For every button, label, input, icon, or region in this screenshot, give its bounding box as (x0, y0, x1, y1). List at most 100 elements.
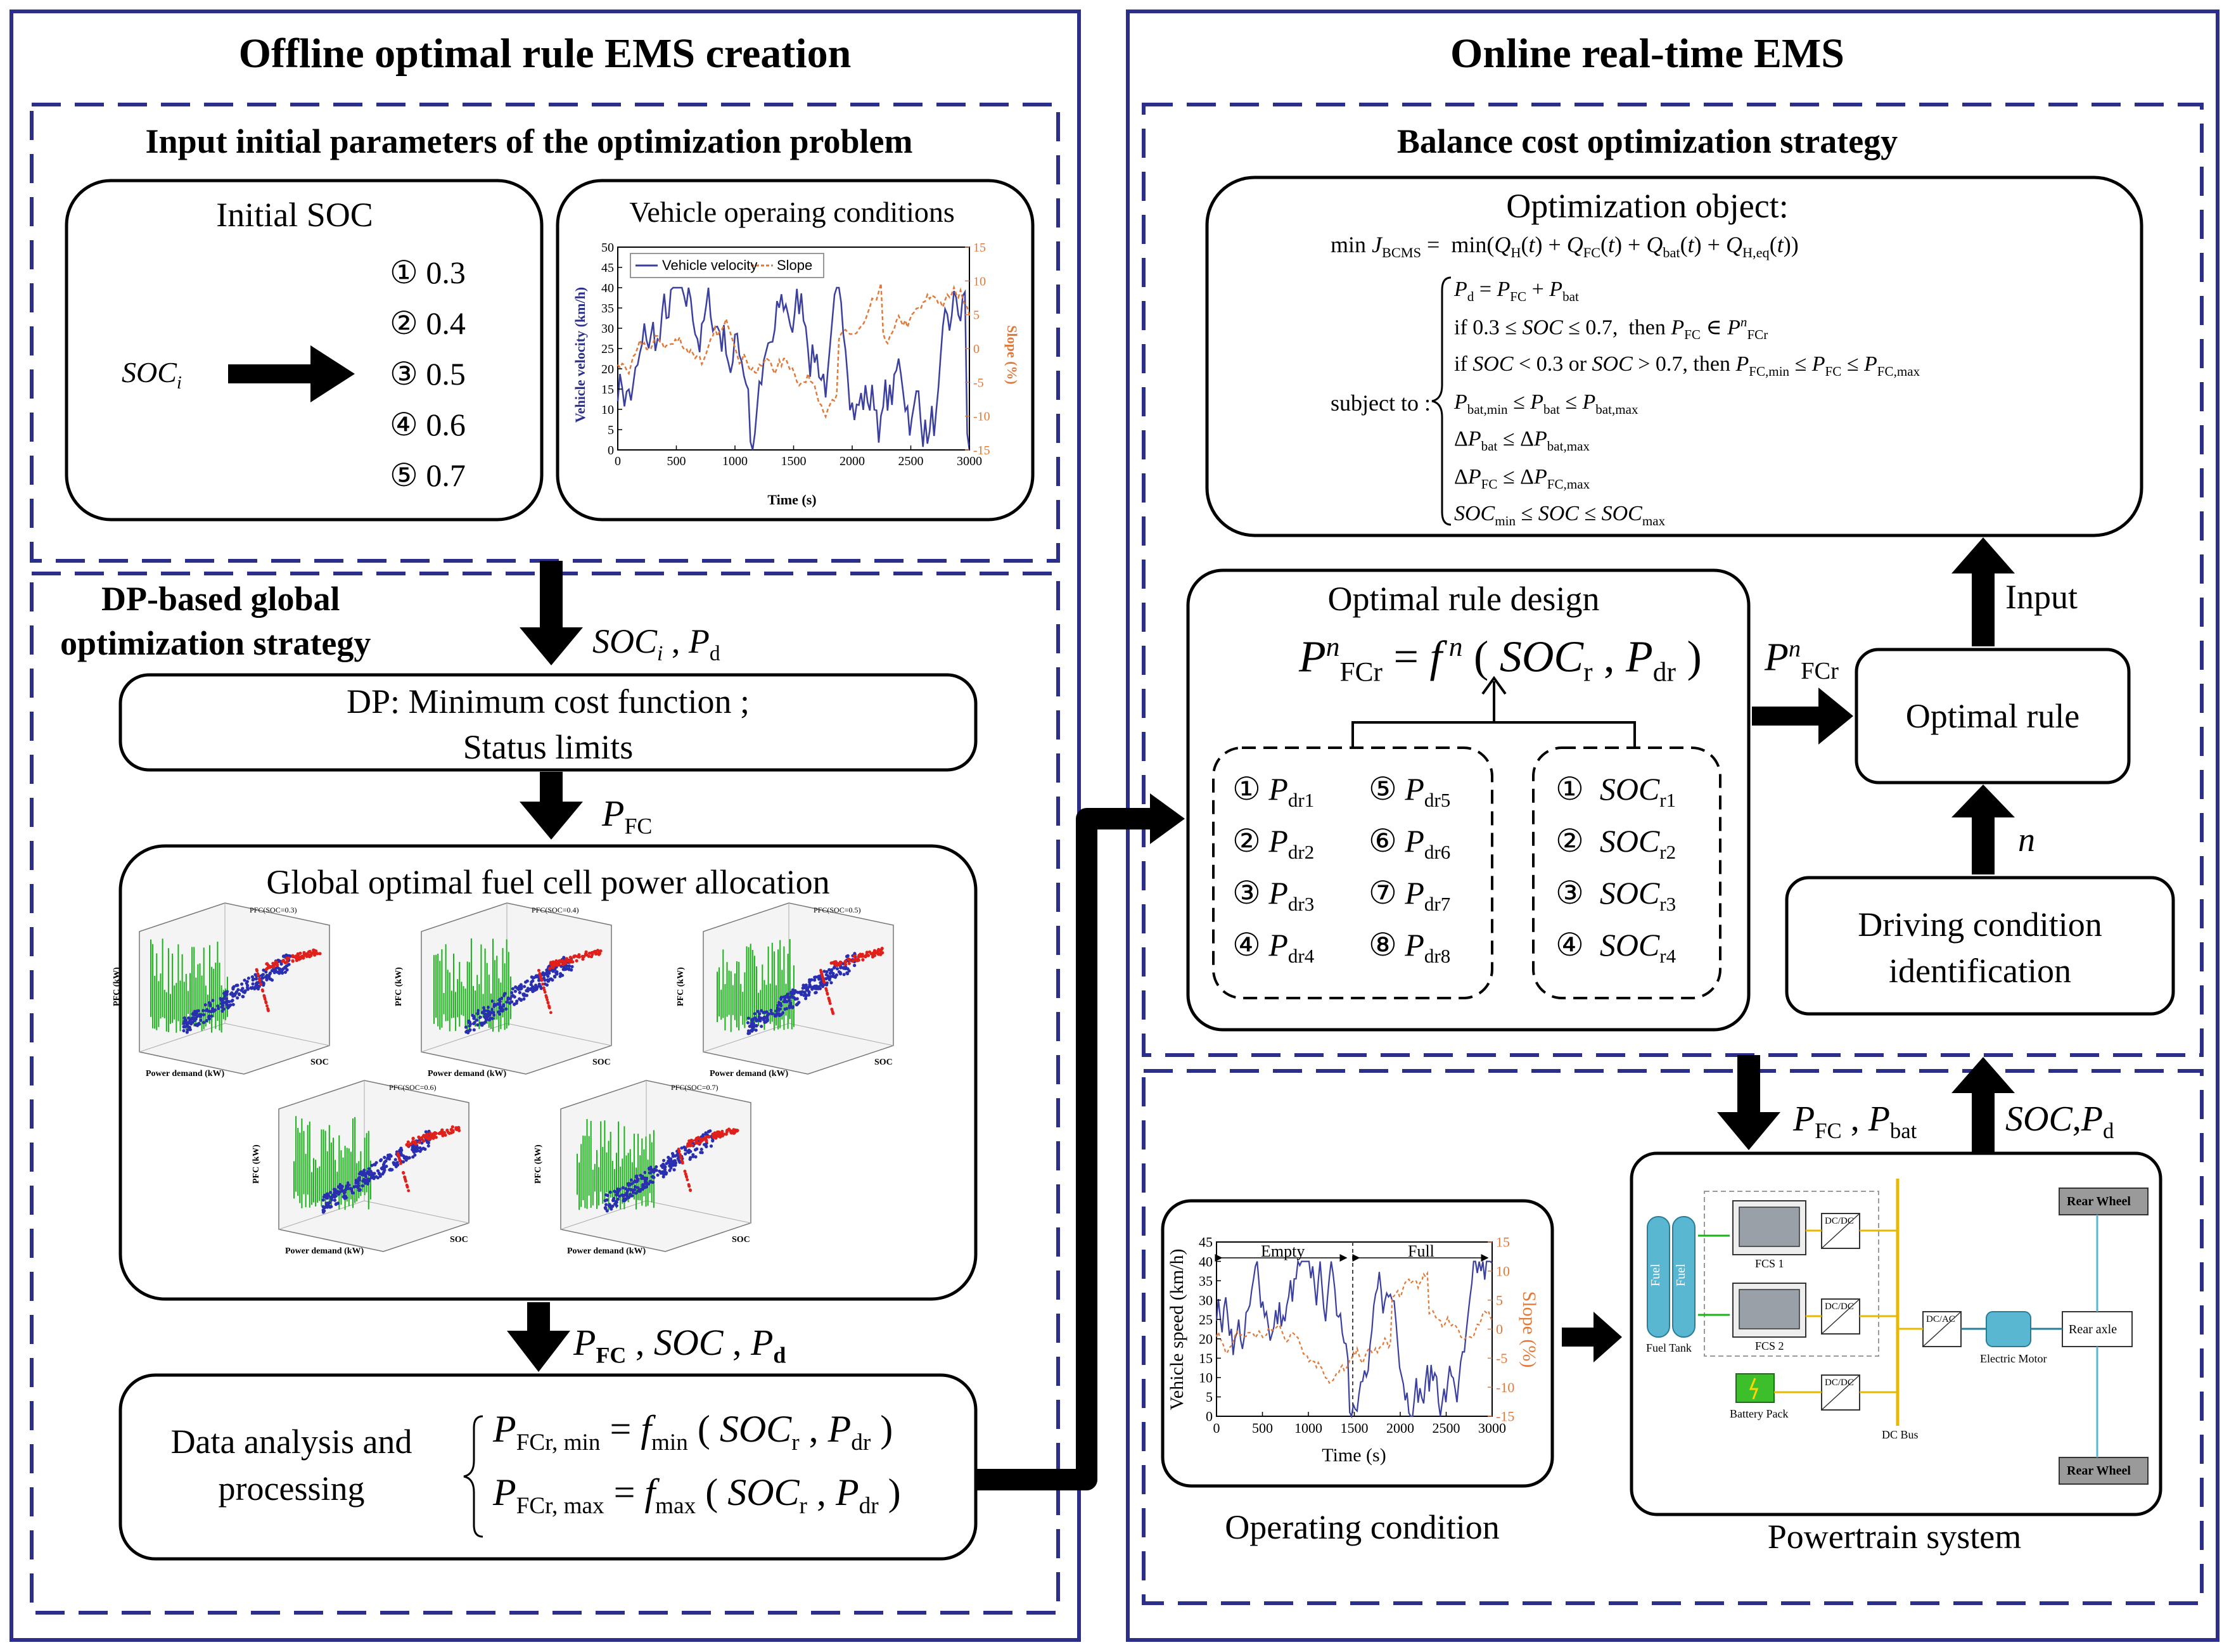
socr-item-4: ④ SOCr4 (1555, 927, 1677, 967)
blue-point (510, 990, 514, 995)
blue-point (847, 969, 851, 973)
vc-slope-line (617, 283, 971, 419)
blue-point (641, 1184, 644, 1188)
driving-line1: Driving condition (1858, 906, 2102, 944)
blue-point (781, 1011, 785, 1015)
blue-point (651, 1175, 655, 1179)
blue-point (522, 997, 526, 1001)
blue-point (642, 1176, 647, 1180)
vehicle-conditions-title: Vehicle operaing conditions (629, 196, 955, 228)
blue-point (767, 1012, 770, 1016)
blue-point (691, 1153, 695, 1156)
red-point (684, 1174, 688, 1178)
left-panel-title: Offline optimal rule EMS creation (238, 30, 852, 77)
blue-point (514, 985, 518, 989)
socr-group-box (1532, 746, 1721, 999)
blue-point (610, 1207, 613, 1211)
y2-tick-label: -15 (973, 444, 990, 458)
blue-point (631, 1191, 635, 1194)
blue-point (835, 967, 840, 971)
fcs2-stack (1732, 1283, 1806, 1338)
blue-point (663, 1168, 667, 1172)
constraint-1: Pd = PFC + Pbat (1454, 278, 1579, 304)
blue-point (526, 989, 530, 993)
red-point (879, 951, 883, 954)
blue-point (616, 1197, 620, 1201)
red-point (295, 954, 299, 959)
red-point (594, 950, 597, 954)
blue-point (226, 1005, 229, 1009)
blue-point (776, 1003, 780, 1007)
blue-point (513, 995, 516, 999)
red-point (406, 1185, 409, 1189)
fuel-tank-2 (1672, 1216, 1696, 1338)
blue-point (682, 1145, 686, 1149)
red-point (404, 1179, 407, 1183)
soc-variable: SOCi (122, 356, 182, 394)
blue-point (357, 1184, 361, 1188)
red-point (450, 1125, 454, 1129)
blue-point (487, 1018, 491, 1021)
red-point (704, 1137, 708, 1141)
blue-point (511, 987, 515, 990)
y-tick-label: 0 (608, 444, 614, 458)
blue-point (482, 1006, 486, 1009)
global-title: Global optimal fuel cell power allocatio… (266, 863, 830, 901)
blue-point (616, 1188, 620, 1191)
blue-point (240, 982, 244, 986)
constraint-3: if SOC < 0.3 or SOC > 0.7, then PFC,min … (1454, 352, 1920, 379)
blue-point (407, 1156, 411, 1160)
blue-point (634, 1191, 638, 1195)
blue-point (604, 1203, 608, 1207)
elbow-arrowhead (1150, 793, 1185, 844)
constraint-7: SOCmin ≤ SOC ≤ SOCmax (1454, 502, 1666, 528)
red-point (316, 952, 319, 956)
y2-tick-label: 0 (973, 342, 980, 356)
constraint-5: ΔPbat ≤ ΔPbat,max (1454, 427, 1590, 454)
dp-title-line1: DP-based global (101, 580, 340, 618)
constraint-6: ΔPFC ≤ ΔPFC,max (1454, 465, 1590, 492)
blue-point (680, 1146, 684, 1150)
red-point (847, 961, 851, 965)
blue-point (664, 1172, 668, 1176)
plot-zlabel: PFC (kW) (533, 1144, 543, 1184)
blue-point (655, 1165, 658, 1169)
blue-point (250, 987, 253, 990)
blue-point (765, 1010, 769, 1014)
red-point (679, 1153, 682, 1156)
red-point (826, 992, 829, 996)
red-point (403, 1175, 407, 1179)
blue-point (498, 1003, 502, 1007)
red-point (547, 966, 552, 970)
red-point (314, 949, 318, 953)
dp-box-line2: Status limits (463, 728, 634, 766)
blue-point (198, 1015, 202, 1018)
blue-point (786, 996, 790, 999)
blue-point (791, 1006, 795, 1009)
red-point (308, 949, 312, 954)
vc-xlabel: Time (s) (767, 492, 817, 508)
blue-point (336, 1185, 341, 1189)
red-point (545, 996, 548, 999)
blue-point (605, 1198, 609, 1202)
red-point (419, 1137, 423, 1141)
blue-point (608, 1204, 612, 1208)
vc-legend-slope: Slope (777, 257, 813, 273)
blue-point (640, 1177, 644, 1181)
red-point (824, 987, 827, 990)
blue-point (758, 1019, 762, 1023)
red-point (597, 952, 601, 956)
x-tick-label: 2000 (840, 454, 865, 468)
blue-point (656, 1173, 660, 1177)
y-tick-label: 20 (1199, 1331, 1213, 1347)
red-point (275, 963, 279, 967)
n-label: n (2018, 821, 2035, 859)
blue-point (279, 962, 283, 966)
blue-point (790, 992, 794, 996)
red-point (537, 969, 540, 972)
red-point (677, 1148, 680, 1151)
vc-ylabel-left: Vehicle velocity (km/h) (572, 286, 588, 423)
red-point (730, 1129, 734, 1133)
blue-point (674, 1163, 677, 1167)
